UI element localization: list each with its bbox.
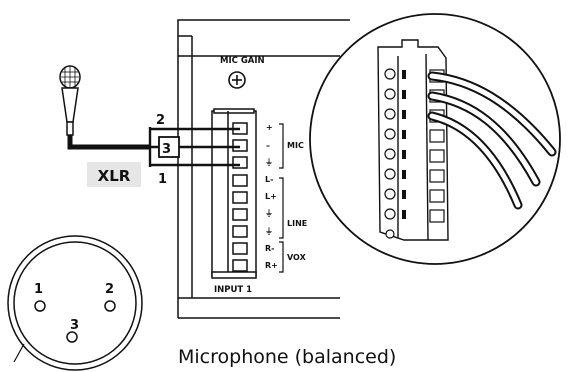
mic-group-label: MIC xyxy=(287,141,304,150)
terminal-label: R+ xyxy=(265,261,278,270)
wire-pin-2-label: 2 xyxy=(156,113,165,128)
wire-pin-3-label: 3 xyxy=(162,142,171,157)
terminal-block xyxy=(211,108,257,279)
terminal-slot-mic-ground xyxy=(232,156,248,169)
terminal-label: L+ xyxy=(265,192,277,201)
xlr-pin-3 xyxy=(66,331,78,343)
xlr-pin-2-label: 2 xyxy=(105,282,114,297)
xlr-pin-2 xyxy=(104,300,116,312)
terminal-slot-line-ground-2 xyxy=(232,225,248,238)
xlr-badge xyxy=(87,162,141,187)
mic-cable xyxy=(67,135,150,150)
input-label: INPUT 1 xyxy=(214,285,252,295)
vox-group-label: VOX xyxy=(287,253,307,262)
xlr-connector-face xyxy=(7,235,143,371)
terminal-label: ⏚ xyxy=(265,158,273,167)
mic-gain-label: MIC GAIN xyxy=(220,56,265,66)
terminal-slot-line-l-minus xyxy=(232,174,248,187)
xlr-pin-1 xyxy=(34,300,46,312)
terminal-label: ⏚ xyxy=(265,227,273,236)
wire-pin-1-label: 1 xyxy=(158,172,167,187)
mic-gain-knob-icon[interactable] xyxy=(228,71,246,89)
microphone-icon xyxy=(59,65,81,136)
terminal-slot-mic-minus xyxy=(232,139,248,152)
wire-junction-box xyxy=(158,136,180,158)
terminal-label: L- xyxy=(265,175,273,184)
terminal-label: – xyxy=(266,141,270,150)
terminal-label: ⏚ xyxy=(265,209,273,218)
terminal-slot-line-ground-1 xyxy=(232,208,248,221)
diagram-caption: Microphone (balanced) xyxy=(178,346,396,368)
terminal-slot-vox-r-minus xyxy=(232,242,248,255)
xlr-pin-3-label: 3 xyxy=(70,318,79,333)
group-brackets xyxy=(279,123,284,273)
terminal-slot-vox-r-plus xyxy=(232,259,248,272)
xlr-pin-1-label: 1 xyxy=(34,282,43,297)
terminal-magnified-inset xyxy=(309,13,561,265)
terminal-label: + xyxy=(266,123,273,132)
terminal-slot-line-l-plus xyxy=(232,191,248,204)
terminal-label: R- xyxy=(265,244,274,253)
device-panel xyxy=(177,19,350,319)
line-group-label: LINE xyxy=(287,219,307,228)
xlr-badge-label: XLR xyxy=(98,167,131,185)
